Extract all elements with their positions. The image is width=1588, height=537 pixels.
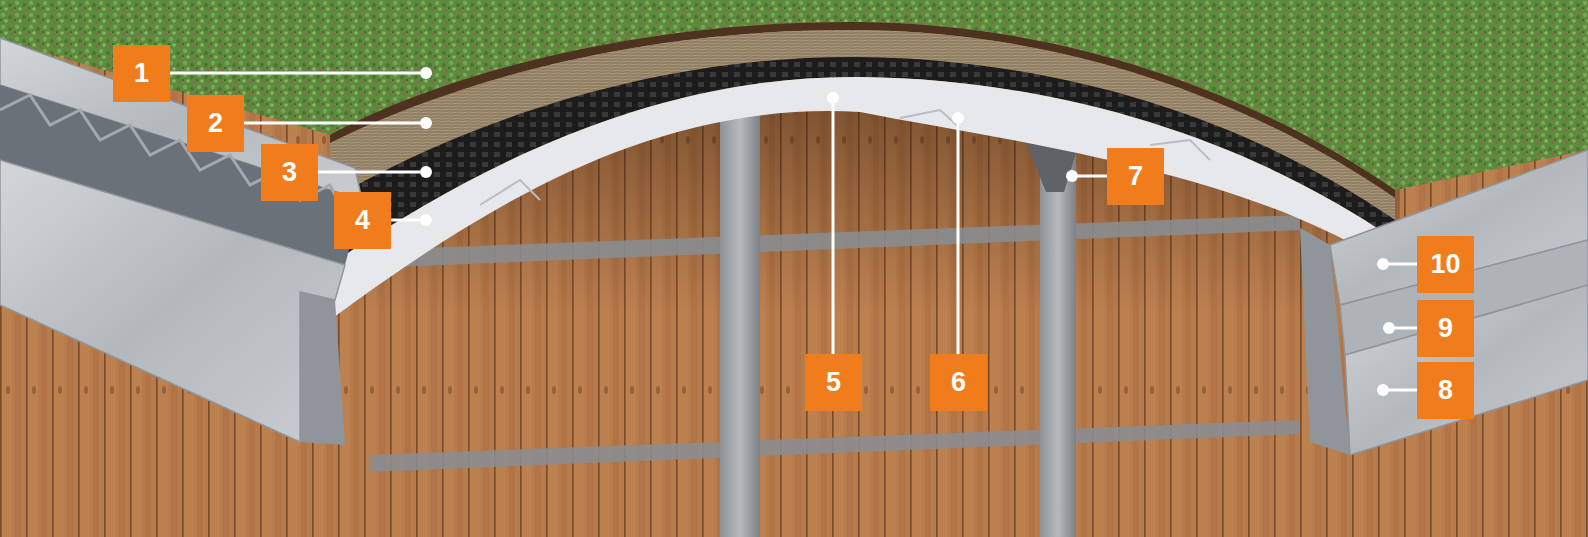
leader-dot: [1377, 384, 1389, 396]
leader-dot: [420, 214, 432, 226]
callout-box: 6: [930, 354, 987, 411]
leader-lines: [170, 73, 1417, 390]
leader-line: [1389, 263, 1417, 266]
leader-line: [391, 219, 420, 222]
leader-line: [832, 104, 835, 354]
callout-box: 7: [1107, 148, 1164, 205]
leader-line: [170, 72, 420, 75]
callout-number: 6: [951, 369, 966, 396]
callout-box: 8: [1417, 362, 1474, 419]
callout-number: 10: [1430, 251, 1460, 278]
callout-number: 3: [282, 159, 297, 186]
callout-number: 8: [1438, 377, 1453, 404]
fleece-folds: [480, 110, 1210, 205]
callout-box: 3: [261, 144, 318, 201]
leader-dot: [952, 112, 964, 124]
leader-dot: [1377, 258, 1389, 270]
callout-box: 4: [334, 192, 391, 249]
callout-box: 9: [1417, 300, 1474, 357]
leader-line: [1395, 327, 1417, 330]
leader-line: [244, 122, 420, 125]
callout-number: 1: [134, 60, 149, 87]
callout-number: 4: [355, 207, 370, 234]
leader-dots: [420, 67, 1395, 396]
callout-box: 5: [805, 354, 862, 411]
leader-dot: [827, 92, 839, 104]
fleece-layer: [330, 77, 1395, 320]
callout-number: 5: [826, 369, 841, 396]
callout-number: 7: [1128, 163, 1143, 190]
leader-dot: [420, 166, 432, 178]
leader-dot: [1066, 170, 1078, 182]
callout-box: 10: [1417, 236, 1474, 293]
leader-line: [1078, 175, 1107, 178]
gutter-face: [0, 160, 345, 442]
leader-dot: [1383, 322, 1395, 334]
steel-rail: [370, 420, 1300, 472]
steel-post: [720, 95, 760, 537]
callout-box: 1: [113, 45, 170, 102]
leader-line: [957, 124, 960, 354]
callout-number: 9: [1438, 315, 1453, 342]
leader-line: [1389, 389, 1417, 392]
gutter-face: [1345, 285, 1588, 455]
gutter-lip: [300, 292, 345, 445]
leader-line: [318, 171, 420, 174]
callout-box: 2: [187, 95, 244, 152]
steel-rail: [370, 215, 1300, 268]
callout-number: 2: [208, 110, 223, 137]
leader-dot: [420, 117, 432, 129]
leader-dot: [420, 67, 432, 79]
